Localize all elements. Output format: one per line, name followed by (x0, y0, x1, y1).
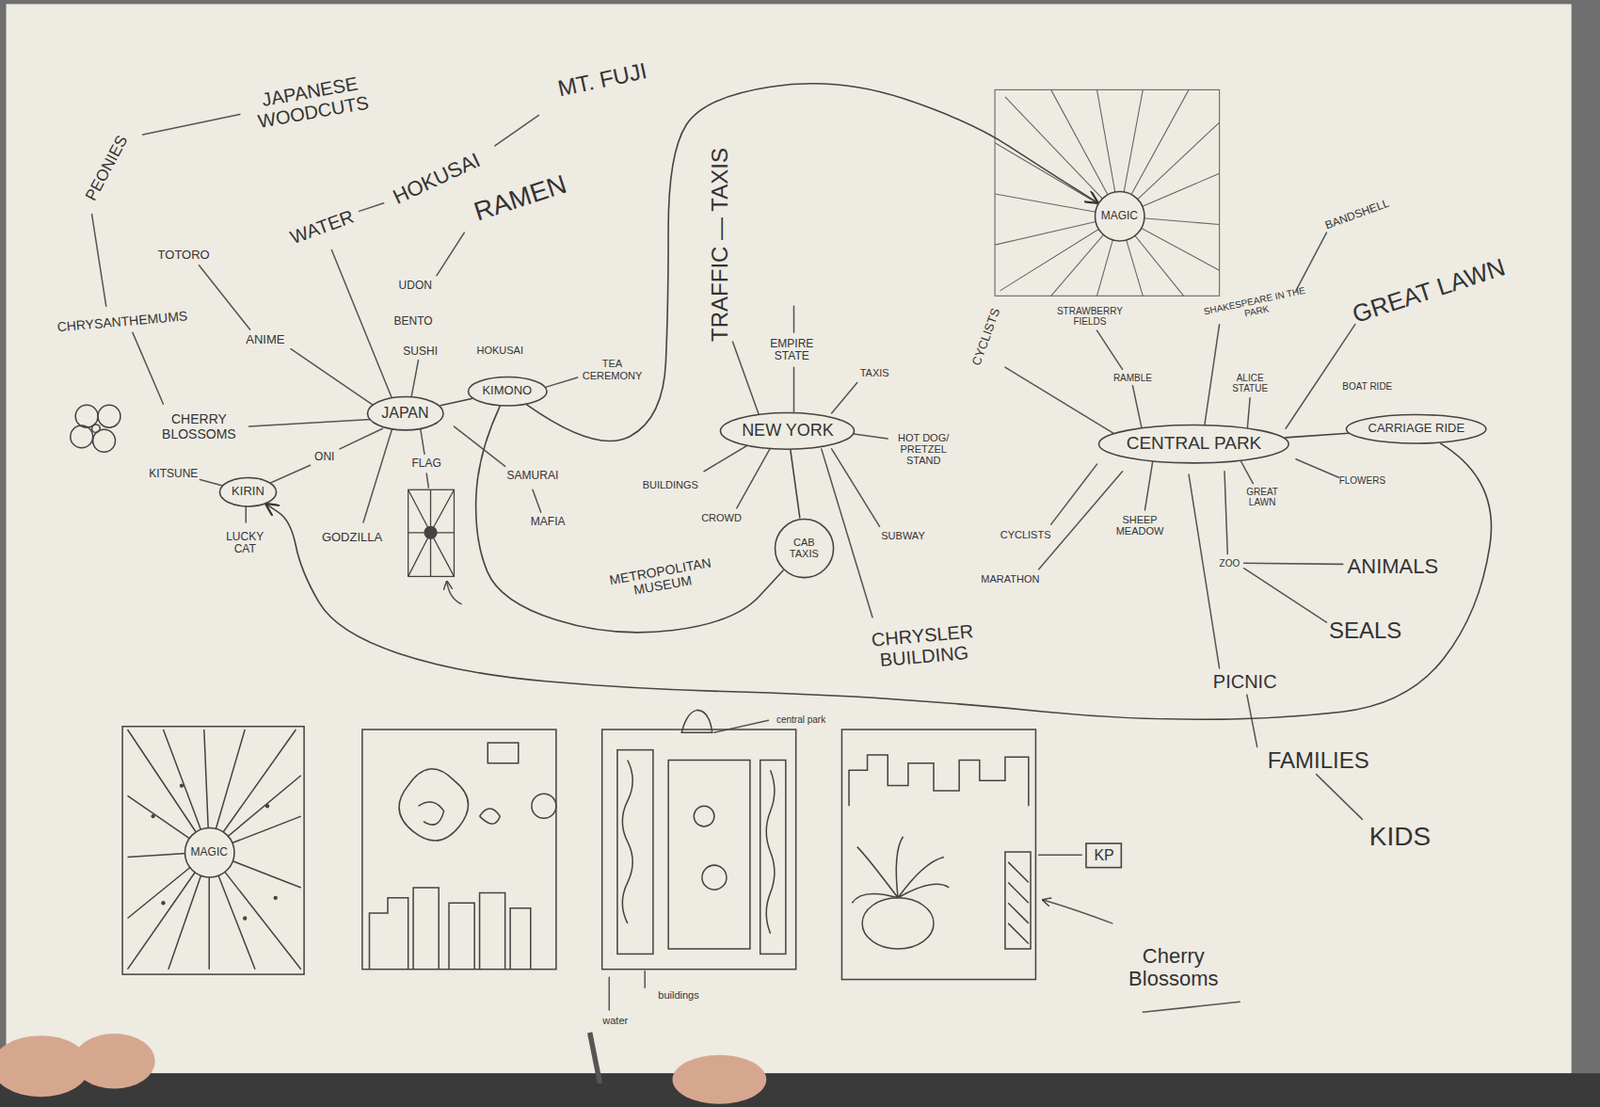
sketch-connector (1285, 432, 1349, 438)
sketch-label: GODZILLA (321, 530, 383, 544)
node-text: NEW YORK (741, 421, 834, 441)
sketch-label: CHERRY BLOSSOMS (154, 412, 244, 442)
sketch-label: PICNIC (1213, 671, 1278, 692)
flag-sketch (408, 489, 455, 576)
sketchbook-page (6, 3, 1572, 1073)
sketch-label: FLOWERS (1339, 474, 1386, 485)
desk-edge (0, 1072, 1600, 1107)
circled-word: KIRIN (218, 476, 278, 508)
circled-word: MAGIC (183, 826, 236, 879)
sketch-label: CYCLISTS (1000, 528, 1052, 541)
leader-lines (92, 113, 1363, 1012)
sketch-label: SUSHI (402, 345, 438, 358)
sketch-label: HOKUSAI (476, 344, 524, 356)
circled-word: JAPAN (366, 395, 446, 432)
circled-word: MAGIC (1093, 190, 1146, 242)
pencil (590, 1032, 601, 1084)
sketch-label: CROWD (701, 512, 742, 524)
sketch-label: BUILDINGS (642, 479, 699, 491)
sketch-label: SUBWAY (880, 529, 925, 542)
sketch-label: SAMURAI (507, 470, 560, 483)
sketch-label: TEA CEREMONY (579, 357, 646, 381)
node-text: CAB TAXIS (783, 536, 826, 560)
sketch-label: water (602, 1014, 628, 1026)
sketch-label: ANIMALS (1347, 555, 1440, 578)
sketch-label: STRAWBERRY FIELDS (1052, 305, 1128, 327)
sketch-label: ANIME (245, 333, 285, 347)
circled-word: CENTRAL PARK (1097, 423, 1291, 464)
sketch-label: KIDS (1369, 822, 1431, 852)
cherry-blossom-doodle (70, 404, 121, 452)
sketch-label: MARATHON (980, 573, 1040, 585)
node-text: KP (1093, 847, 1114, 864)
boxed-word: KP (1085, 842, 1122, 869)
sketch-label: ALICE STATUE (1226, 372, 1274, 394)
sketch-label: HOT DOG/ PRETZEL STAND (890, 432, 957, 466)
sketch-label: SHEEP MEADOW (1109, 513, 1171, 537)
sketch-label: LUCKY CAT (221, 530, 269, 556)
sketch-label: ONI (314, 450, 335, 464)
sketch-label: Cherry Blossoms (1121, 944, 1226, 991)
sketch-label: ZOO (1219, 558, 1241, 569)
node-text: KIRIN (231, 484, 265, 498)
circled-word: CARRIAGE RIDE (1344, 413, 1488, 445)
circled-word: CAB TAXIS (773, 517, 835, 579)
sketch-label: RAMBLE (1113, 372, 1152, 384)
sketch-connector (527, 83, 1098, 442)
sketch-connector (440, 399, 472, 406)
fingers (0, 1033, 767, 1104)
circled-word: NEW YORK (719, 411, 856, 451)
node-text: MAGIC (191, 846, 228, 859)
sketch-label: TOTORO (158, 248, 210, 262)
node-text: CARRIAGE RIDE (1368, 421, 1466, 435)
sketch-label: KITSUNE (148, 468, 198, 481)
sketch-label: TRAFFIC — TAXIS (707, 147, 733, 342)
sketch-label: buildings (657, 989, 699, 1001)
sketch-connector (790, 449, 800, 518)
sketch-label: BENTO (394, 315, 433, 328)
sketch-label: MAFIA (530, 516, 566, 529)
sketch-label: central park (776, 714, 826, 725)
sketch-label: SEALS (1328, 618, 1402, 643)
sketch-label: GREAT LAWN (1241, 486, 1284, 508)
node-text: CENTRAL PARK (1126, 433, 1263, 454)
node-text: MAGIC (1101, 209, 1138, 223)
node-text: KIMONO (481, 384, 532, 398)
sketch-connector (266, 443, 1491, 720)
sketch-label: FLAG (412, 458, 442, 471)
sketch-label: EMPIRE STATE (763, 337, 820, 363)
sketch-label: BOAT RIDE (1342, 380, 1392, 391)
sketch-label: FAMILIES (1267, 748, 1370, 773)
thumbnail-sketches (122, 709, 1036, 979)
sun-sketch (994, 89, 1220, 296)
circled-word: KIMONO (466, 375, 549, 407)
sketch-label: UDON (399, 279, 432, 292)
node-text: JAPAN (381, 404, 429, 422)
sketch-label: TAXIS (860, 367, 890, 379)
